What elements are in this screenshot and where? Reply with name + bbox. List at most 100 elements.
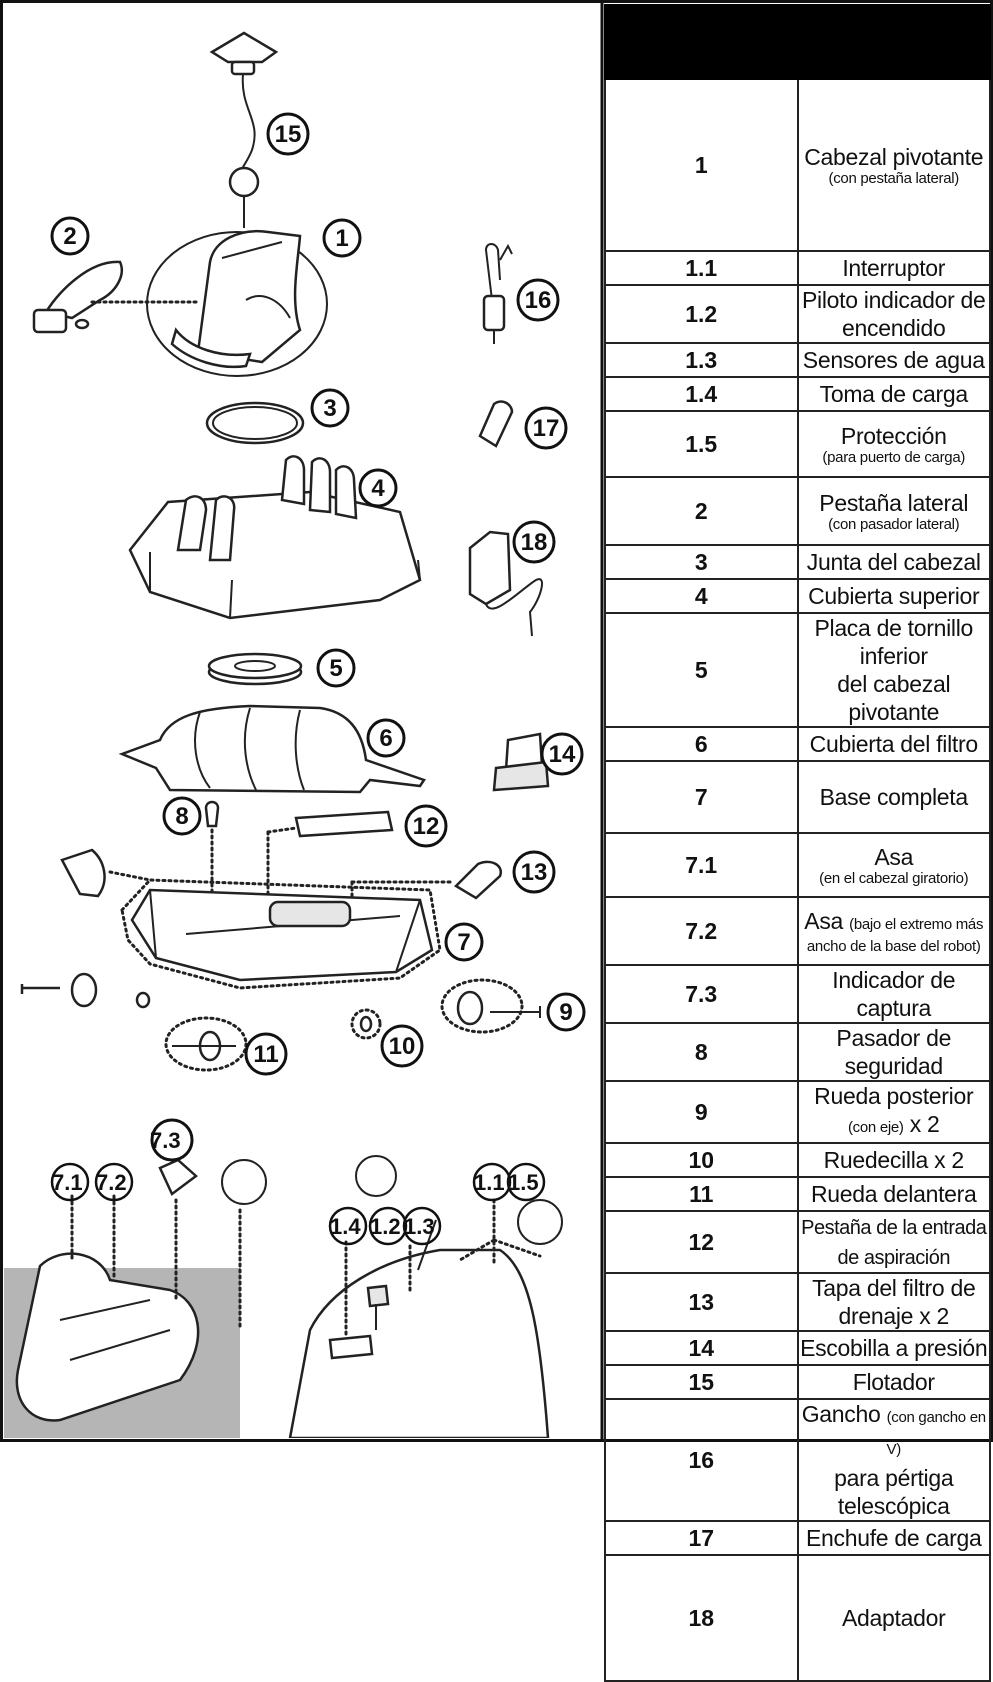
callout-11: 11 — [244, 1032, 288, 1076]
callout-8: 8 — [162, 796, 202, 836]
callout-circle — [316, 648, 356, 688]
part-note: (para puerto de carga) — [822, 449, 966, 466]
part-description: Pasador de seguridad — [796, 1022, 991, 1082]
head-gasket-part-illustration — [205, 401, 305, 445]
part-number: 1.5 — [604, 410, 799, 478]
caster-loose-part-illustration — [135, 991, 151, 1009]
part-name: Sensores de agua — [802, 347, 985, 373]
part-number: 6 — [604, 726, 799, 762]
part-description: Protección(para puerto de carga) — [796, 410, 991, 478]
part-name: Indicador de captura — [832, 967, 956, 1021]
part-number: 13 — [604, 1272, 799, 1332]
part-note: (con pestaña lateral) — [828, 170, 960, 187]
callout-circle — [506, 1162, 546, 1202]
part-name: Adaptador — [842, 1605, 946, 1631]
part-number: 15 — [604, 1364, 799, 1400]
part-name: Toma de carga — [819, 381, 969, 407]
part-name: Ruedecilla x 2 — [823, 1147, 965, 1173]
callout-circle — [402, 1206, 442, 1246]
callout-circle — [162, 796, 202, 836]
callout-circle — [512, 520, 556, 564]
part-inline-note: (con gancho en V) — [886, 1409, 987, 1458]
part-description: Sensores de agua — [796, 342, 991, 378]
table-row: 15 Flotador — [604, 1364, 991, 1400]
part-name: Tapa del filtro de drenaje x 2 — [812, 1275, 976, 1329]
part-number: 1.2 — [604, 284, 799, 344]
part-name-line2: para pértiga telescópica — [834, 1465, 954, 1519]
float-part-illustration — [209, 31, 279, 228]
table-row: 10 Ruedecilla x 2 — [604, 1142, 991, 1178]
part-description: Asa(en el cabezal giratorio) — [796, 832, 991, 898]
callout-circle — [516, 278, 560, 322]
callout-number: 18 — [521, 529, 548, 556]
callout-circle — [366, 718, 406, 758]
table-row: 7.3 Indicador de captura — [604, 964, 991, 1024]
callout-9: 9 — [546, 992, 586, 1032]
part-number: 2 — [604, 476, 799, 546]
part-description: Base completa — [796, 760, 991, 834]
callout-1: 1 — [322, 218, 362, 258]
callout-3: 3 — [310, 388, 350, 428]
part-description: Adaptador — [796, 1554, 991, 1682]
callout-circle — [310, 388, 350, 428]
callout-5: 5 — [316, 648, 356, 688]
callout-circle — [322, 218, 362, 258]
part-description: Cubierta del filtro — [796, 726, 991, 762]
part-description: Piloto indicador de encendido — [796, 284, 991, 344]
callout-circle — [368, 1206, 408, 1246]
callout-6: 6 — [366, 718, 406, 758]
detail-label-1-5: 1.5 — [508, 1170, 539, 1195]
detail-label-7-2: 7.2 — [96, 1170, 127, 1195]
part-number: 7.3 — [604, 964, 799, 1024]
part-name: Flotador — [852, 1369, 935, 1395]
part-name-line2: del cabezal pivotante — [837, 671, 951, 725]
part-number: 10 — [604, 1142, 799, 1178]
callout-circle — [380, 1024, 424, 1068]
callout-circle — [50, 216, 90, 256]
detail-label-1-4: 1.4 — [330, 1214, 361, 1239]
part-description: Cubierta superior — [796, 578, 991, 614]
callout-12: 12 — [404, 804, 448, 848]
callout-16: 16 — [516, 278, 560, 322]
part-note: (con pasador lateral) — [828, 516, 960, 533]
part-number: 1.4 — [604, 376, 799, 412]
part-number: 9 — [604, 1080, 799, 1144]
detail-label-1-3: 1.3 — [404, 1214, 435, 1239]
part-name: Junta del cabezal — [806, 549, 981, 575]
part-number: 1 — [604, 78, 799, 252]
base-part-illustration — [120, 878, 442, 990]
callout-circle — [524, 406, 568, 450]
part-name: Cabezal pivotante — [804, 144, 984, 170]
table-row: 1.4 Toma de carga — [604, 376, 991, 412]
detail-label-7-1: 7.1 — [52, 1170, 83, 1195]
callout-7: 7 — [444, 922, 484, 962]
callout-circle — [328, 1206, 368, 1246]
part-number: 1.1 — [604, 250, 799, 286]
callout-2: 2 — [50, 216, 90, 256]
rear-wheel-right-part-illustration — [440, 978, 541, 1034]
callout-number: 11 — [253, 1041, 278, 1068]
part-note: (en el cabezal giratorio) — [819, 870, 969, 887]
callout-circle — [512, 850, 556, 894]
callout-number: 7 — [457, 929, 470, 956]
charging-plug-part-illustration — [478, 400, 514, 448]
callout-number: 4 — [371, 475, 385, 502]
part-description: Rueda posterior (con eje) x 2 — [796, 1080, 991, 1144]
callout-17: 17 — [524, 406, 568, 450]
part-description: Pestaña de la entrada de aspiración — [796, 1210, 991, 1274]
callout-circle — [540, 732, 584, 776]
part-number: 7.2 — [604, 896, 799, 966]
part-number: 14 — [604, 1330, 799, 1366]
callout-number: 5 — [329, 655, 342, 682]
